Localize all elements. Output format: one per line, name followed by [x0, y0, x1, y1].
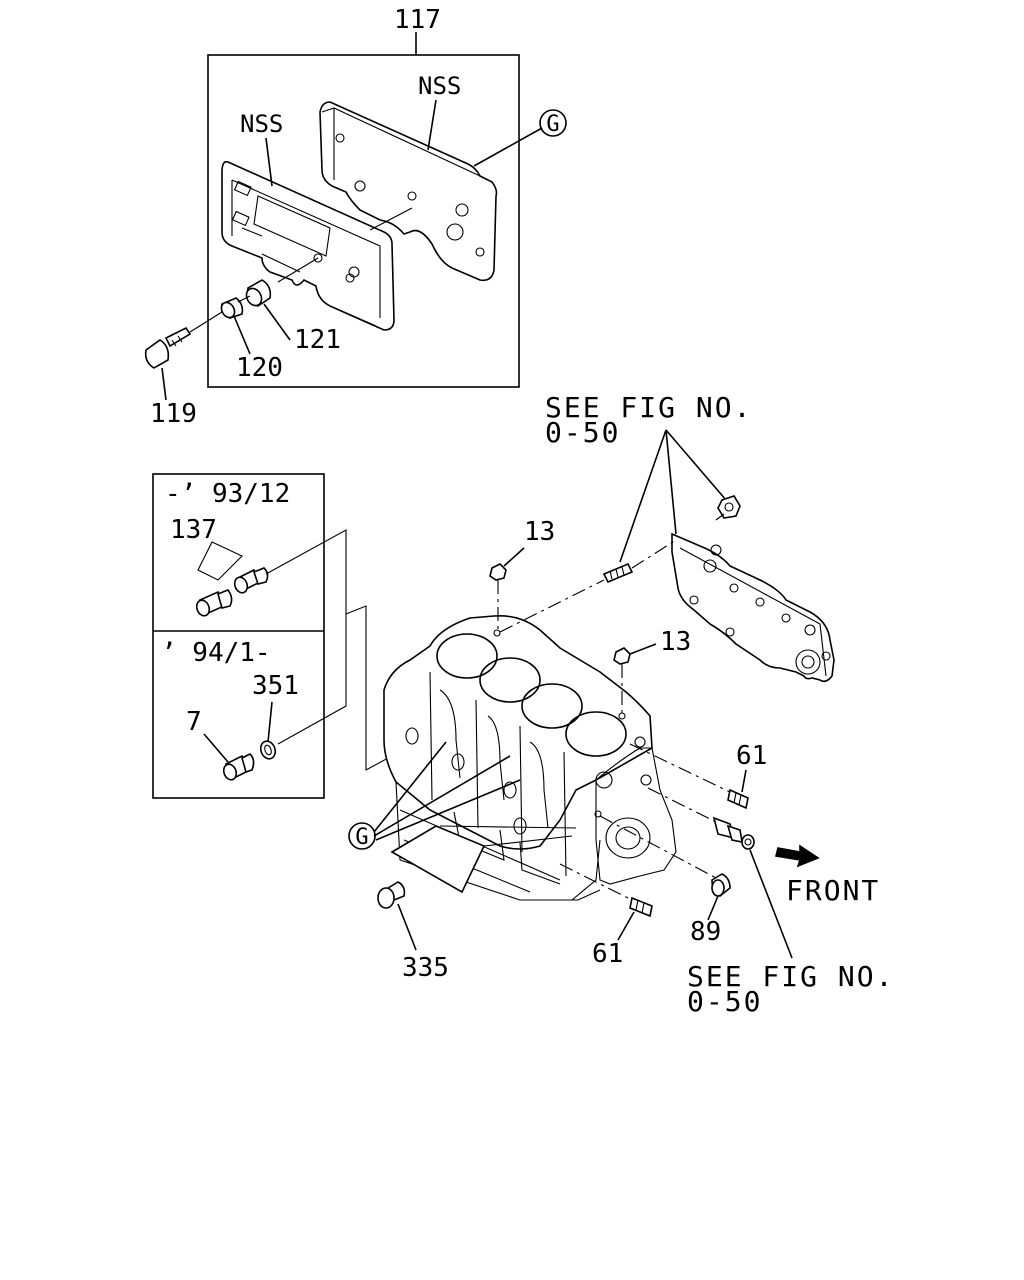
see-fig-bottom-line2: 0-50	[687, 985, 762, 1018]
callout-117: 117	[394, 5, 441, 35]
front-direction-arrow	[775, 844, 820, 868]
see-fig-top-line2: 0-50	[545, 416, 620, 449]
bottom-gasket-plate	[390, 825, 486, 894]
fitting-0-50	[712, 816, 755, 850]
gasket-kit-group: 117 NSS NSS G	[144, 5, 567, 429]
nut-top-right	[717, 495, 741, 519]
part-120-ring	[220, 297, 244, 319]
rear-gasket-plate	[319, 101, 498, 282]
cylinder-bore-2	[479, 657, 541, 703]
part-61-stud-upper	[727, 788, 749, 810]
front-label: FRONT	[786, 874, 880, 907]
callout-89: 89	[690, 917, 721, 947]
callout-137: 137	[170, 515, 217, 545]
g-marker-top	[539, 109, 567, 137]
bottom-gasket-group: G	[348, 741, 577, 894]
callout-335: 335	[402, 953, 449, 983]
nss-label-right: NSS	[418, 72, 461, 100]
cylinder-bore-4	[565, 711, 627, 757]
part-13-dowel-right	[613, 647, 631, 714]
front-gasket-plate	[221, 160, 395, 331]
gasket-kit-frame	[207, 54, 520, 388]
callout-351: 351	[252, 671, 299, 701]
part-13-dowel-left	[489, 563, 507, 632]
part-335-plug	[377, 881, 406, 909]
callout-119: 119	[150, 399, 197, 429]
part-89-plug	[711, 873, 731, 897]
cylinder-bore-3	[521, 683, 583, 729]
callout-13-right: 13	[660, 627, 691, 657]
part-351-washer	[259, 740, 277, 760]
date-range-before: -’ 93/12	[165, 479, 290, 509]
callout-7: 7	[186, 707, 202, 737]
callout-13-left: 13	[524, 517, 555, 547]
callout-120: 120	[236, 353, 283, 383]
callout-121: 121	[294, 325, 341, 355]
g-marker-bottom-label: G	[355, 825, 368, 850]
part-61-stud-lower	[629, 896, 653, 918]
g-marker-top-label: G	[546, 112, 559, 137]
callout-61-upper: 61	[736, 741, 767, 771]
g-marker-bottom	[348, 822, 376, 850]
cylinder-bore-1	[436, 633, 498, 679]
callout-61-lower: 61	[592, 939, 623, 969]
part-137-plug-upper	[233, 567, 269, 594]
side-cover-plate	[671, 532, 835, 683]
nss-label-left: NSS	[240, 110, 283, 138]
date-range-after: ’ 94/1-	[161, 638, 271, 668]
see-fig-bottom-line1: SEE FIG NO.	[687, 960, 894, 993]
part-119-bolt	[144, 326, 192, 369]
part-137-plug-lower	[195, 589, 233, 617]
see-fig-top-line1: SEE FIG NO.	[545, 391, 752, 424]
part-121-sleeve	[245, 279, 272, 307]
stud-top-right	[602, 562, 634, 584]
part-7-plug	[222, 753, 255, 781]
date-range-box: -’ 93/12 ’ 94/1- 137 351 7	[152, 473, 441, 799]
